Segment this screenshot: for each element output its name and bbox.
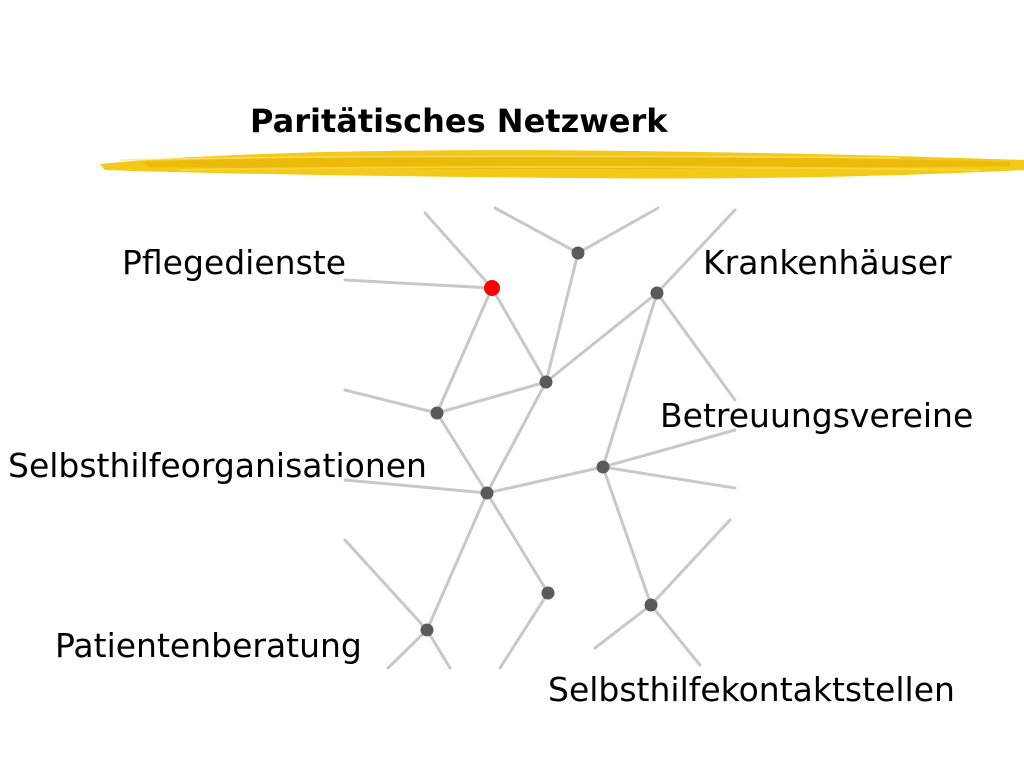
network-edge	[343, 538, 429, 632]
network-edge	[601, 291, 659, 469]
network-edges	[343, 206, 737, 670]
network-node	[571, 246, 585, 260]
network-edge	[485, 465, 605, 495]
network-nodes	[420, 246, 664, 637]
network-edge	[655, 208, 737, 295]
label-selbsthilfeorganisationen: Selbsthilfeorganisationen	[8, 446, 427, 485]
network-edge	[649, 603, 702, 667]
network-edge	[485, 491, 550, 595]
network-edge	[386, 628, 429, 670]
network-node	[420, 623, 434, 637]
network-edge	[423, 211, 494, 290]
network-edge	[601, 465, 737, 490]
network-edge	[343, 388, 439, 415]
network-edge	[544, 291, 659, 384]
page-title: Paritätisches Netzwerk	[250, 102, 668, 140]
label-betreuungsvereine: Betreuungsvereine	[660, 396, 974, 435]
title-underline-brush-stroke	[100, 150, 1024, 179]
network-node	[539, 375, 553, 389]
network-edge	[425, 628, 452, 670]
network-node	[541, 586, 555, 600]
network-edge	[343, 278, 494, 290]
label-krankenhaeuser: Krankenhäuser	[703, 243, 952, 282]
network-edge	[343, 478, 489, 495]
network-edge	[435, 380, 548, 415]
network-edge	[655, 291, 737, 402]
label-pflegedienste: Pflegedienste	[122, 243, 347, 282]
network-edge	[593, 603, 653, 650]
label-patientenberatung: Patientenberatung	[55, 626, 362, 665]
network-edge	[601, 428, 737, 469]
network-edge	[493, 206, 580, 255]
network-edge	[601, 465, 653, 607]
network-node	[430, 406, 444, 420]
network-node	[480, 486, 494, 500]
network-edge	[435, 286, 494, 415]
network-edge	[490, 286, 548, 384]
network-edge	[425, 491, 489, 632]
network-edge	[544, 251, 580, 384]
network-edge	[576, 206, 660, 255]
network-edge	[498, 591, 550, 670]
network-edge	[649, 518, 732, 607]
network-node	[596, 460, 610, 474]
network-node	[644, 598, 658, 612]
label-selbsthilfekontaktstellen: Selbsthilfekontaktstellen	[548, 670, 955, 709]
network-node-highlighted	[484, 280, 500, 296]
network-edge	[435, 411, 489, 495]
network-node	[650, 286, 664, 300]
network-edge	[485, 380, 548, 495]
